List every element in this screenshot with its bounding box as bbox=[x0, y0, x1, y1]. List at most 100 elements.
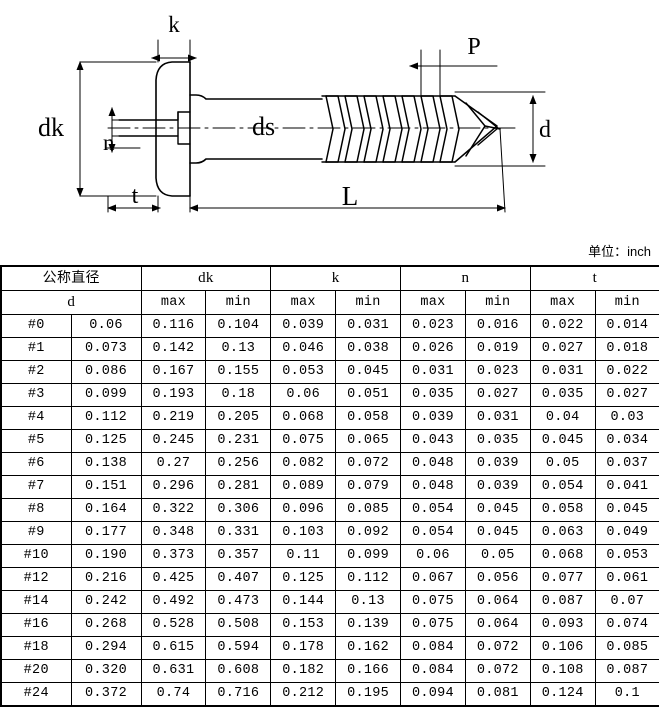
cell-t_max: 0.045 bbox=[529, 429, 596, 453]
cell-size: #20 bbox=[0, 659, 72, 683]
cell-k_max: 0.178 bbox=[270, 636, 337, 660]
technical-drawing: k dk n t ds L P d bbox=[0, 0, 659, 246]
label-n: n bbox=[103, 130, 115, 155]
cell-k_max: 0.182 bbox=[270, 659, 337, 683]
cell-k_max: 0.125 bbox=[270, 567, 337, 591]
cell-n_max: 0.054 bbox=[400, 498, 466, 522]
cell-k_max: 0.039 bbox=[270, 314, 337, 338]
cell-t_min: 0.014 bbox=[594, 314, 659, 338]
cell-t_min: 0.034 bbox=[594, 429, 659, 453]
cell-size: #12 bbox=[0, 567, 72, 591]
cell-dk_max: 0.373 bbox=[140, 544, 207, 568]
cell-k_max: 0.046 bbox=[270, 337, 337, 361]
cell-t_min: 0.045 bbox=[594, 498, 659, 522]
cell-d: 0.268 bbox=[70, 613, 142, 637]
cell-size: #6 bbox=[0, 452, 72, 476]
thread-point-cone bbox=[454, 95, 498, 163]
cell-k_min: 0.092 bbox=[335, 521, 402, 545]
cell-d: 0.216 bbox=[70, 567, 142, 591]
cell-t_min: 0.049 bbox=[594, 521, 659, 545]
sub-header-n-max: max bbox=[400, 290, 466, 315]
cell-n_min: 0.05 bbox=[464, 544, 531, 568]
cell-t_max: 0.022 bbox=[529, 314, 596, 338]
group-header-k: k bbox=[270, 265, 402, 291]
sub-header-n-min: min bbox=[464, 290, 531, 315]
cell-dk_min: 0.13 bbox=[205, 337, 272, 361]
cell-t_min: 0.041 bbox=[594, 475, 659, 499]
cell-k_max: 0.06 bbox=[270, 383, 337, 407]
sub-header-dk-min: min bbox=[205, 290, 272, 315]
cell-size: #5 bbox=[0, 429, 72, 453]
cell-n_min: 0.039 bbox=[464, 452, 531, 476]
cell-t_min: 0.074 bbox=[594, 613, 659, 637]
cell-n_min: 0.023 bbox=[464, 360, 531, 384]
cell-k_max: 0.082 bbox=[270, 452, 337, 476]
cell-t_min: 0.018 bbox=[594, 337, 659, 361]
cell-n_min: 0.064 bbox=[464, 590, 531, 614]
cell-k_min: 0.038 bbox=[335, 337, 402, 361]
cell-t_max: 0.031 bbox=[529, 360, 596, 384]
cell-k_max: 0.075 bbox=[270, 429, 337, 453]
cell-dk_min: 0.594 bbox=[205, 636, 272, 660]
group-header-n: n bbox=[400, 265, 531, 291]
cell-k_min: 0.162 bbox=[335, 636, 402, 660]
cell-size: #0 bbox=[0, 314, 72, 338]
label-L: L bbox=[342, 181, 359, 211]
cell-t_min: 0.087 bbox=[594, 659, 659, 683]
cell-size: #4 bbox=[0, 406, 72, 430]
cell-n_max: 0.075 bbox=[400, 613, 466, 637]
cell-dk_max: 0.116 bbox=[140, 314, 207, 338]
cell-dk_min: 0.407 bbox=[205, 567, 272, 591]
cell-size: #9 bbox=[0, 521, 72, 545]
cell-dk_min: 0.205 bbox=[205, 406, 272, 430]
shank-top bbox=[189, 94, 323, 100]
cell-dk_min: 0.231 bbox=[205, 429, 272, 453]
table-sub-header-row: d max min max min max min max min bbox=[0, 290, 659, 315]
cell-k_min: 0.072 bbox=[335, 452, 402, 476]
group-header-nominal-diameter: 公称直径 bbox=[0, 265, 142, 291]
label-P: P bbox=[467, 34, 480, 60]
cell-dk_min: 0.306 bbox=[205, 498, 272, 522]
label-ds: ds bbox=[252, 112, 275, 141]
cell-size: #3 bbox=[0, 383, 72, 407]
cell-n_max: 0.084 bbox=[400, 659, 466, 683]
cell-n_max: 0.023 bbox=[400, 314, 466, 338]
shank-bottom bbox=[189, 158, 323, 164]
cell-size: #18 bbox=[0, 636, 72, 660]
cell-n_min: 0.019 bbox=[464, 337, 531, 361]
cell-n_max: 0.026 bbox=[400, 337, 466, 361]
cell-t_min: 0.1 bbox=[594, 682, 659, 707]
cell-dk_min: 0.716 bbox=[205, 682, 272, 707]
cell-d: 0.151 bbox=[70, 475, 142, 499]
cell-n_min: 0.072 bbox=[464, 659, 531, 683]
cell-dk_max: 0.348 bbox=[140, 521, 207, 545]
cell-t_min: 0.053 bbox=[594, 544, 659, 568]
cell-n_min: 0.072 bbox=[464, 636, 531, 660]
cell-n_max: 0.043 bbox=[400, 429, 466, 453]
cell-d: 0.320 bbox=[70, 659, 142, 683]
cell-k_max: 0.053 bbox=[270, 360, 337, 384]
cell-dk_max: 0.193 bbox=[140, 383, 207, 407]
cell-n_min: 0.027 bbox=[464, 383, 531, 407]
cell-n_min: 0.016 bbox=[464, 314, 531, 338]
cell-t_min: 0.03 bbox=[594, 406, 659, 430]
cell-n_max: 0.048 bbox=[400, 452, 466, 476]
sub-header-k-min: min bbox=[335, 290, 402, 315]
cell-d: 0.177 bbox=[70, 521, 142, 545]
cell-d: 0.164 bbox=[70, 498, 142, 522]
cell-n_max: 0.031 bbox=[400, 360, 466, 384]
cell-dk_max: 0.74 bbox=[140, 682, 207, 707]
cell-k_min: 0.065 bbox=[335, 429, 402, 453]
cell-n_min: 0.045 bbox=[464, 521, 531, 545]
cell-d: 0.112 bbox=[70, 406, 142, 430]
